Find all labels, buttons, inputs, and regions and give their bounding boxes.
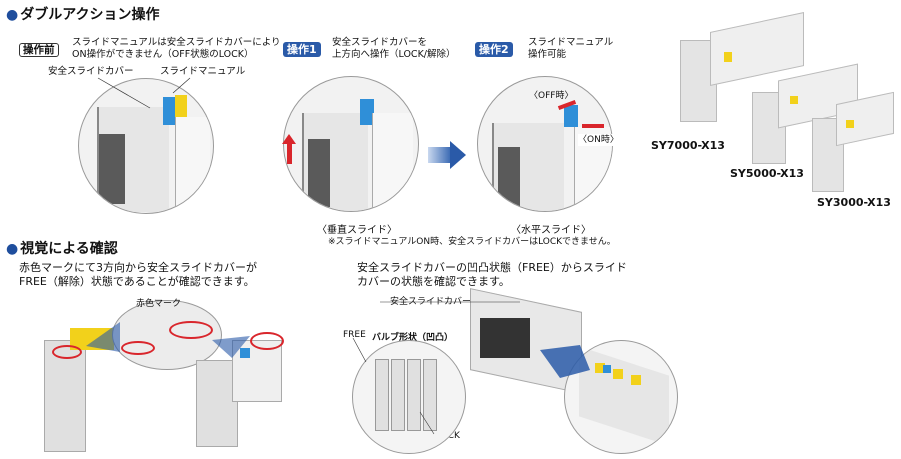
label-safety-cover: 安全スライドカバー — [48, 66, 134, 77]
step1-description: 安全スライドカバーを 上方向へ操作（LOCK/解除） — [332, 37, 456, 61]
step2-description: スライドマニュアル 操作可能 — [528, 37, 613, 61]
visual-check-description: 赤色マークにて3方向から安全スライドカバーが FREE（解除）状態であることが確… — [19, 261, 257, 289]
section-title-double-action: ●ダブルアクション操作 — [6, 4, 160, 24]
before-text-line1: スライドマニュアルは安全スライドカバーにより — [72, 37, 281, 48]
lock-note: ※スライドマニュアルON時、安全スライドカバーはLOCKできません。 — [328, 237, 616, 247]
before-description: スライドマニュアルは安全スライドカバーにより ON操作ができません（OFF状態の… — [72, 37, 281, 61]
model-sy7000: SY7000-X13 — [651, 139, 725, 152]
model-sy5000: SY5000-X13 — [730, 167, 804, 180]
label-valve-shape: バルブ形状（凹凸） — [372, 332, 454, 344]
step1-label: 操作1 — [283, 38, 321, 57]
red-mark-label: 赤色マーク — [136, 299, 182, 309]
label-cover-right: 安全スライドカバー — [390, 297, 472, 307]
bullet-icon: ● — [6, 7, 19, 23]
concave-convex-description: 安全スライドカバーの凹凸状態（FREE）からスライド カバーの状態を確認できます… — [357, 261, 627, 289]
label-slide-manual: スライドマニュアル — [160, 66, 246, 77]
off-state-label: 〈OFF時〉 — [529, 91, 574, 101]
next-arrow-icon — [428, 147, 450, 163]
section-title-visual-check: ●視覚による確認 — [6, 238, 118, 258]
sy7000-cover-yellow — [724, 52, 732, 62]
before-operation-zoom — [78, 78, 214, 214]
valve-shape-zoom — [352, 340, 466, 454]
step2-text-line1: スライドマニュアル — [528, 37, 614, 48]
sy5000-cover-yellow — [790, 96, 798, 104]
red-mark-circle-left — [52, 345, 82, 359]
manifold-front — [480, 318, 530, 358]
model-sy3000: SY3000-X13 — [817, 196, 891, 209]
caption-horizontal-slide: 〈水平スライド〉 — [511, 225, 591, 236]
step1-label-text: 操作1 — [283, 42, 321, 57]
concave-convex-line1: 安全スライドカバーの凹凸状態（FREE）からスライド — [357, 261, 627, 274]
on-state-label: 〈ON時〉 — [578, 134, 619, 146]
step2-text-line2: 操作可能 — [528, 49, 567, 60]
valve-right-manual — [240, 348, 250, 358]
step1-zoom — [283, 76, 419, 212]
red-mark-circle-right — [250, 332, 284, 350]
product-sy7000-top — [710, 12, 804, 86]
up-arrow-icon — [287, 142, 292, 164]
valve-right-body — [196, 360, 238, 447]
red-mark-zoom — [112, 300, 222, 370]
product-sy3000-body — [812, 118, 844, 192]
step2-label: 操作2 — [475, 38, 513, 57]
before-text-line2: ON操作ができません（OFF状態のLOCK） — [72, 49, 254, 60]
on-arrow-icon — [582, 124, 604, 128]
step2-label-text: 操作2 — [475, 42, 513, 57]
step1-text-line1: 安全スライドカバーを — [332, 37, 428, 48]
sy3000-cover-yellow — [846, 120, 854, 128]
next-arrow-head-icon — [450, 141, 466, 169]
section-title-text: ダブルアクション操作 — [20, 7, 160, 23]
concave-convex-line2: カバーの状態を確認できます。 — [357, 275, 510, 288]
bullet-icon: ● — [6, 241, 19, 257]
visual-check-line2: FREE（解除）状態であることが確認できます。 — [19, 275, 255, 288]
cover-zoom — [564, 340, 678, 454]
visual-check-line1: 赤色マークにて3方向から安全スライドカバーが — [19, 261, 257, 274]
before-operation-label: 操作前 — [19, 38, 59, 57]
section-title-text: 視覚による確認 — [20, 241, 118, 257]
up-arrow-head-icon — [282, 134, 296, 144]
before-label-text: 操作前 — [19, 43, 59, 57]
label-free: FREE — [343, 330, 366, 340]
step1-text-line2: 上方向へ操作（LOCK/解除） — [332, 49, 456, 60]
caption-vertical-slide: 〈垂直スライド〉 — [317, 225, 397, 236]
